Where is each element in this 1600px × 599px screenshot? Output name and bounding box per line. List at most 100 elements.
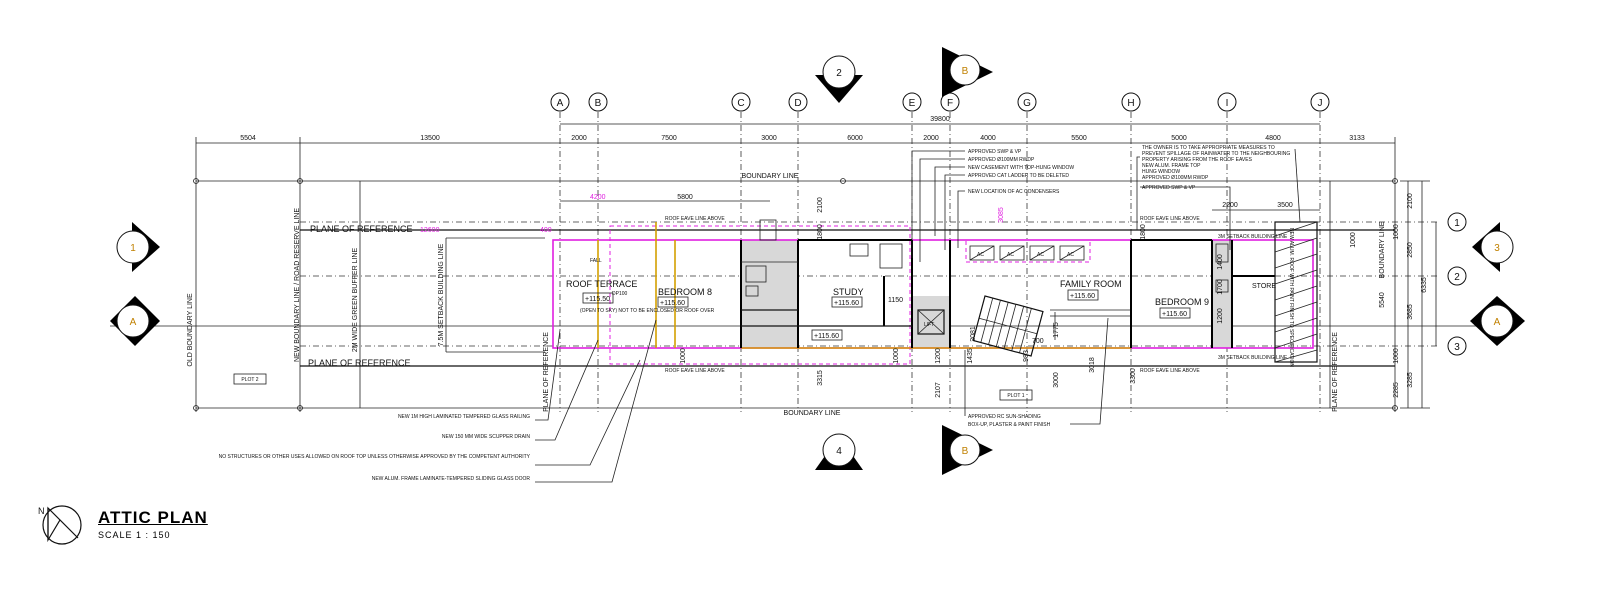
dim-l-3315: 3315 bbox=[817, 370, 824, 386]
plot1-label: PLOT 1 bbox=[1007, 393, 1024, 399]
grid-columns bbox=[559, 112, 1321, 412]
section-a-left-label: A bbox=[130, 317, 137, 328]
dim-l-1700: 1700 bbox=[1217, 279, 1224, 295]
dim-400: 400 bbox=[540, 227, 552, 234]
open-sky-note: (OPEN TO SKY) NOT TO BE ENCLOSED OR ROOF… bbox=[580, 308, 715, 314]
note-sun-shading-2: BOX-UP, PLASTER & PAINT FINISH bbox=[968, 422, 1051, 428]
plane-ref-top-label: PLANE OF REFERENCE bbox=[310, 224, 413, 234]
dim-3500: 3500 bbox=[1277, 202, 1293, 209]
section-a-right-label: A bbox=[1494, 317, 1501, 328]
note-hung-window: HUNG WINDOW bbox=[1142, 169, 1180, 175]
dim-r-5540: 5540 bbox=[1379, 292, 1386, 308]
notes-top-right: THE OWNER IS TO TAKE APPROPRIATE MEASURE… bbox=[1136, 145, 1301, 250]
roof-eave-bottom-label: ROOF EAVE LINE ABOVE bbox=[665, 368, 725, 374]
room-bedroom9-name: BEDROOM 9 bbox=[1155, 297, 1209, 307]
plot2-label: PLOT 2 bbox=[241, 377, 258, 383]
setback-75-label: 7.5M SETBACK BUILDING LINE bbox=[438, 243, 445, 346]
roof-eave-bottom-right-label: ROOF EAVE LINE ABOVE bbox=[1140, 368, 1200, 374]
ac-label-4: AC bbox=[1067, 252, 1074, 258]
new-boundary-label: NEW BOUNDARY LINE / ROAD RESERVE LINE bbox=[294, 208, 301, 362]
plot1-tag bbox=[999, 389, 1033, 401]
setback-3m-top-label: 3M SETBACK BUILDING LINE bbox=[1218, 234, 1288, 240]
corridor-level: +115.60 bbox=[814, 333, 839, 340]
plane-ref-bottom-label: PLANE OF REFERENCE bbox=[308, 358, 411, 368]
green-buffer-label: 2M WIDE GREEN BUFFER LINE bbox=[352, 248, 359, 353]
dim-7500: 7500 bbox=[661, 135, 677, 142]
note-owner-3: PROPERTY ARISING FROM THE ROOF EAVES bbox=[1142, 157, 1253, 163]
grid-col-h: H bbox=[1127, 98, 1134, 109]
note-cat-ladder: APPROVED CAT LADDER TO BE DELETED bbox=[968, 173, 1069, 179]
dim-5500: 5500 bbox=[1071, 135, 1087, 142]
plot2-tag bbox=[233, 373, 267, 385]
grid-col-j: J bbox=[1318, 98, 1323, 109]
top-dimension-chain: 5504 13500 2000 7500 3000 6000 2000 4000… bbox=[195, 116, 1396, 412]
boundary-bottom-label: BOUNDARY LINE bbox=[784, 410, 841, 417]
grid-col-e: E bbox=[909, 98, 916, 109]
grid-col-c: C bbox=[737, 98, 744, 109]
dim-l-1435: 1435 bbox=[967, 348, 974, 364]
dim-3133: 3133 bbox=[1349, 135, 1365, 142]
note-no-structures: NO STRUCTURES OR OTHER USES ALLOWED ON R… bbox=[219, 454, 531, 460]
dim-6000: 6000 bbox=[847, 135, 863, 142]
room-roof-terrace-level: +115.50 bbox=[585, 296, 610, 303]
dim-r-6335: 6335 bbox=[1421, 277, 1428, 293]
grid-row-2: 2 bbox=[1454, 272, 1460, 283]
dim-l-2081: 2081 bbox=[970, 326, 977, 342]
room-bedroom8-name: BEDROOM 8 bbox=[658, 287, 712, 297]
dim-3085: 3085 bbox=[998, 207, 1005, 223]
note-sun-shading-1: APPROVED RC SUN-SHADING bbox=[968, 414, 1041, 420]
note-glass-railing: NEW 1M HIGH LAMINATED TEMPERED GLASS RAI… bbox=[398, 414, 530, 420]
ac-label-2: AC bbox=[1007, 252, 1014, 258]
drawing-title: ATTIC PLAN bbox=[98, 508, 208, 527]
note-rwdp-mid: APPROVED Ø100MM RWDP bbox=[968, 157, 1035, 163]
dim-r-2850: 2850 bbox=[1407, 242, 1414, 258]
dim-l-983: 983 bbox=[1023, 350, 1030, 362]
grid-col-i: I bbox=[1226, 98, 1229, 109]
lift-label: LIFT bbox=[924, 322, 934, 328]
note-swp-vp-mid: APPROVED SWP & VP bbox=[968, 149, 1022, 155]
room-store-name: STORE bbox=[1252, 283, 1276, 290]
title-block: ATTIC PLAN SCALE 1 : 150 bbox=[38, 504, 298, 554]
room-bedroom9-level: +115.60 bbox=[1162, 311, 1187, 318]
section-2-label: 2 bbox=[836, 68, 842, 79]
notes-top-mid: APPROVED SWP & VP APPROVED Ø100MM RWDP N… bbox=[911, 149, 1074, 262]
dim-l-1775: 1775 bbox=[1053, 322, 1060, 338]
note-rwdp-right: APPROVED Ø100MM RWDP bbox=[1142, 175, 1209, 181]
room-family-name: FAMILY ROOM bbox=[1060, 279, 1122, 289]
dim-r-3685: 3685 bbox=[1407, 304, 1414, 320]
dim-2000-a: 2000 bbox=[571, 135, 587, 142]
old-boundary-label: OLD BOUNDARY LINE bbox=[187, 293, 194, 367]
notes-bottom: APPROVED RC SUN-SHADING BOX-UP, PLASTER … bbox=[964, 317, 1109, 428]
note-scupper-drain: NEW 150 MM WIDE SCUPPER DRAIN bbox=[442, 434, 530, 440]
dim-l-3018: 3018 bbox=[1089, 357, 1096, 373]
room-labels: ROOF TERRACE +115.50 BEDROOM 8 +115.60 S… bbox=[566, 252, 1276, 341]
note-alum-top: NEW ALUM. FRAME TOP bbox=[1142, 163, 1201, 169]
dim-r-2285: 2285 bbox=[1393, 382, 1400, 398]
dim-l-3300: 3300 bbox=[1130, 368, 1137, 384]
note-ac-condensers: NEW LOCATION OF AC CONDENSERS bbox=[968, 189, 1060, 195]
dim-4000: 4000 bbox=[980, 135, 996, 142]
section-b-bottom-label: B bbox=[962, 446, 969, 457]
grid-col-g: G bbox=[1023, 98, 1031, 109]
dim-l-2107: 2107 bbox=[935, 382, 942, 398]
stair bbox=[972, 295, 1044, 357]
dim-r-1000-b: 1000 bbox=[1393, 348, 1400, 364]
dim-l-1000: 1000 bbox=[680, 348, 687, 364]
dp100-label: DP100 bbox=[612, 291, 628, 297]
dim-l-1000-c: 1000 bbox=[1350, 232, 1357, 248]
roof-eave-top-right-label: ROOF EAVE LINE ABOVE bbox=[1140, 216, 1200, 222]
dim-l-1150: 1150 bbox=[888, 297, 903, 304]
dim-4200: 4200 bbox=[590, 194, 606, 201]
dim-12600: 12600 bbox=[420, 227, 440, 234]
dim-5000: 5000 bbox=[1171, 135, 1187, 142]
dim-2000-b: 2000 bbox=[923, 135, 939, 142]
grid-row-3: 3 bbox=[1454, 342, 1460, 353]
site-lines bbox=[110, 178, 1490, 411]
room-roof-terrace-name: ROOF TERRACE bbox=[566, 279, 637, 289]
dim-r-1000: 1000 bbox=[1393, 224, 1400, 240]
plane-ref-vert-right-label: PLANE OF REFERENCE bbox=[1332, 332, 1339, 412]
north-letter: N bbox=[38, 506, 45, 516]
note-casement: NEW CASEMENT WITH TOP-HUNG WINDOW bbox=[968, 165, 1074, 171]
grid-col-b: B bbox=[595, 98, 602, 109]
dim-13500: 13500 bbox=[420, 135, 440, 142]
